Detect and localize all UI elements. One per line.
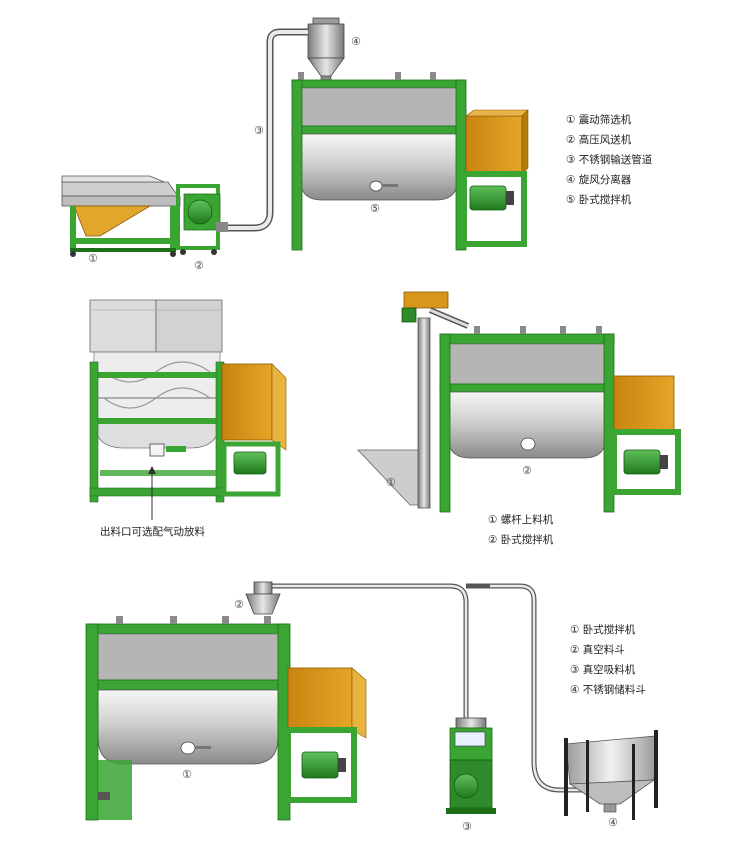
callout-4-1: ① bbox=[182, 768, 192, 781]
legend-item: ① 卧式搅拌机 bbox=[570, 624, 636, 636]
horizontal-mixer-4 bbox=[85, 616, 367, 821]
stainless-storage-hopper bbox=[564, 730, 658, 820]
panel-2-caption: 出料口可选配气动放料 bbox=[100, 526, 205, 538]
callout-2: ② bbox=[194, 259, 204, 272]
legend-panel-4: ① 卧式搅拌机 ② 真空料斗 ③ 真空吸料机 ④ 不锈钢储料斗 bbox=[570, 620, 646, 700]
legend-item: ① 螺杆上料机 bbox=[488, 514, 554, 526]
high-pressure-blower bbox=[176, 184, 228, 255]
vibrating-screen bbox=[61, 175, 181, 257]
legend-item: ③ 不锈钢输送管道 bbox=[566, 154, 653, 166]
gearbox-2 bbox=[221, 363, 273, 441]
legend-item: ② 真空料斗 bbox=[570, 644, 625, 656]
legend-panel-3: ① 螺杆上料机 ② 卧式搅拌机 bbox=[488, 510, 553, 550]
legend-item: ④ 不锈钢储料斗 bbox=[570, 684, 646, 696]
callout-1: ① bbox=[88, 252, 98, 265]
callout-3-1: ① bbox=[386, 476, 396, 489]
callout-4-3: ③ bbox=[462, 820, 472, 833]
panel-4-vacuum-feeding-line: ① ② ③ ④ bbox=[85, 581, 658, 833]
callout-4-2: ② bbox=[234, 598, 244, 611]
callout-3-2: ② bbox=[522, 464, 532, 477]
discharge-outlet bbox=[149, 443, 165, 457]
callout-4-4: ④ bbox=[608, 816, 618, 829]
legend-item: ④ 旋风分离器 bbox=[566, 174, 632, 186]
callout-5: ⑤ bbox=[370, 202, 380, 215]
legend-item: ② 高压风送机 bbox=[566, 134, 632, 146]
panel-3-screw-loader-line: ① ② bbox=[357, 291, 681, 513]
screw-loader bbox=[357, 291, 470, 509]
callout-4: ④ bbox=[351, 35, 361, 48]
cyclone-separator bbox=[307, 17, 345, 85]
motor bbox=[469, 185, 507, 211]
callout-3: ③ bbox=[254, 124, 264, 137]
horizontal-mixer-1 bbox=[291, 72, 529, 251]
horizontal-mixer-3 bbox=[439, 326, 681, 513]
legend-panel-1: ① 震动筛选机 ② 高压风送机 ③ 不锈钢输送管道 ④ 旋风分离器 ⑤ 卧式搅拌… bbox=[566, 110, 652, 210]
legend-item: ⑤ 卧式搅拌机 bbox=[566, 194, 632, 206]
vacuum-feeder bbox=[446, 717, 496, 814]
panel-2-open-mixer bbox=[89, 299, 287, 520]
legend-item: ③ 真空吸料机 bbox=[570, 664, 636, 676]
panel-1-pneumatic-conveying-line: ① ② ③ ④ ⑤ bbox=[61, 17, 529, 272]
control-panel bbox=[454, 731, 486, 747]
legend-item: ① 震动筛选机 bbox=[566, 114, 632, 126]
gearbox bbox=[465, 115, 523, 175]
vacuum-hopper bbox=[245, 581, 281, 615]
legend-item: ② 卧式搅拌机 bbox=[488, 534, 554, 546]
